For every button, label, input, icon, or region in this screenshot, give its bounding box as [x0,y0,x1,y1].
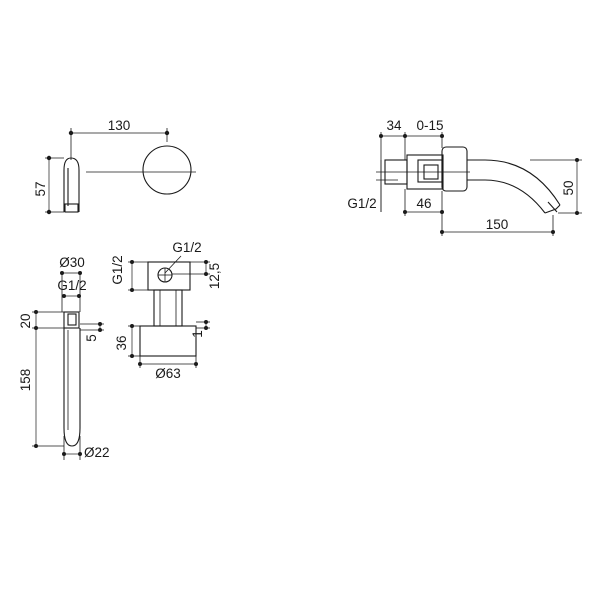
spout-body [63,328,81,447]
valve-body-view: G1/2 G1/2 12,5 36 [110,240,222,381]
spout-tip [544,204,561,214]
label-1: 1 [190,330,205,338]
dim-dot [62,294,66,298]
label-150: 150 [486,217,509,232]
label-50: 50 [561,180,576,195]
label-d22: Ø22 [84,445,110,460]
curved-spout-inner [467,179,546,214]
spout-side-view: Ø30 G1/2 20 5 158 [18,255,110,460]
label-12-5: 12,5 [207,263,222,289]
label-158: 158 [18,369,33,392]
label-130: 130 [108,118,131,133]
curved-spout-outer [467,159,561,206]
dim-dot [62,452,66,456]
spout-outlet [64,203,79,213]
side-view: 34 0-15 G1/2 46 [347,118,582,236]
dim-dot [138,362,142,366]
label-g12-side: G1/2 [347,196,376,211]
rosette-circle [142,145,192,195]
leader-line [164,255,182,274]
spout-tip-line [547,201,558,213]
label-d30: Ø30 [59,255,85,270]
dim-dot [78,452,82,456]
valve-stem [153,289,183,327]
label-0-15: 0-15 [416,118,443,133]
spout-inner [67,313,77,326]
valve-top-housing [147,261,191,291]
spout-connector [63,311,80,329]
label-34: 34 [386,118,402,133]
label-g12-spout: G1/2 [57,278,86,293]
dim-dot [194,362,198,366]
valve-rosette [139,325,197,357]
label-20: 20 [18,313,33,328]
label-46: 46 [416,196,431,211]
label-36: 36 [114,335,129,350]
spout-front-outline [63,157,80,212]
front-view: 130 57 [33,118,196,215]
label-d63: Ø63 [155,366,181,381]
label-g12-valve-top: G1/2 [172,240,201,255]
rosette-plate [441,146,468,192]
label-5: 5 [84,334,99,342]
dim-dot [440,230,444,234]
label-g12-valve-side: G1/2 [110,255,125,284]
label-57: 57 [33,181,48,196]
